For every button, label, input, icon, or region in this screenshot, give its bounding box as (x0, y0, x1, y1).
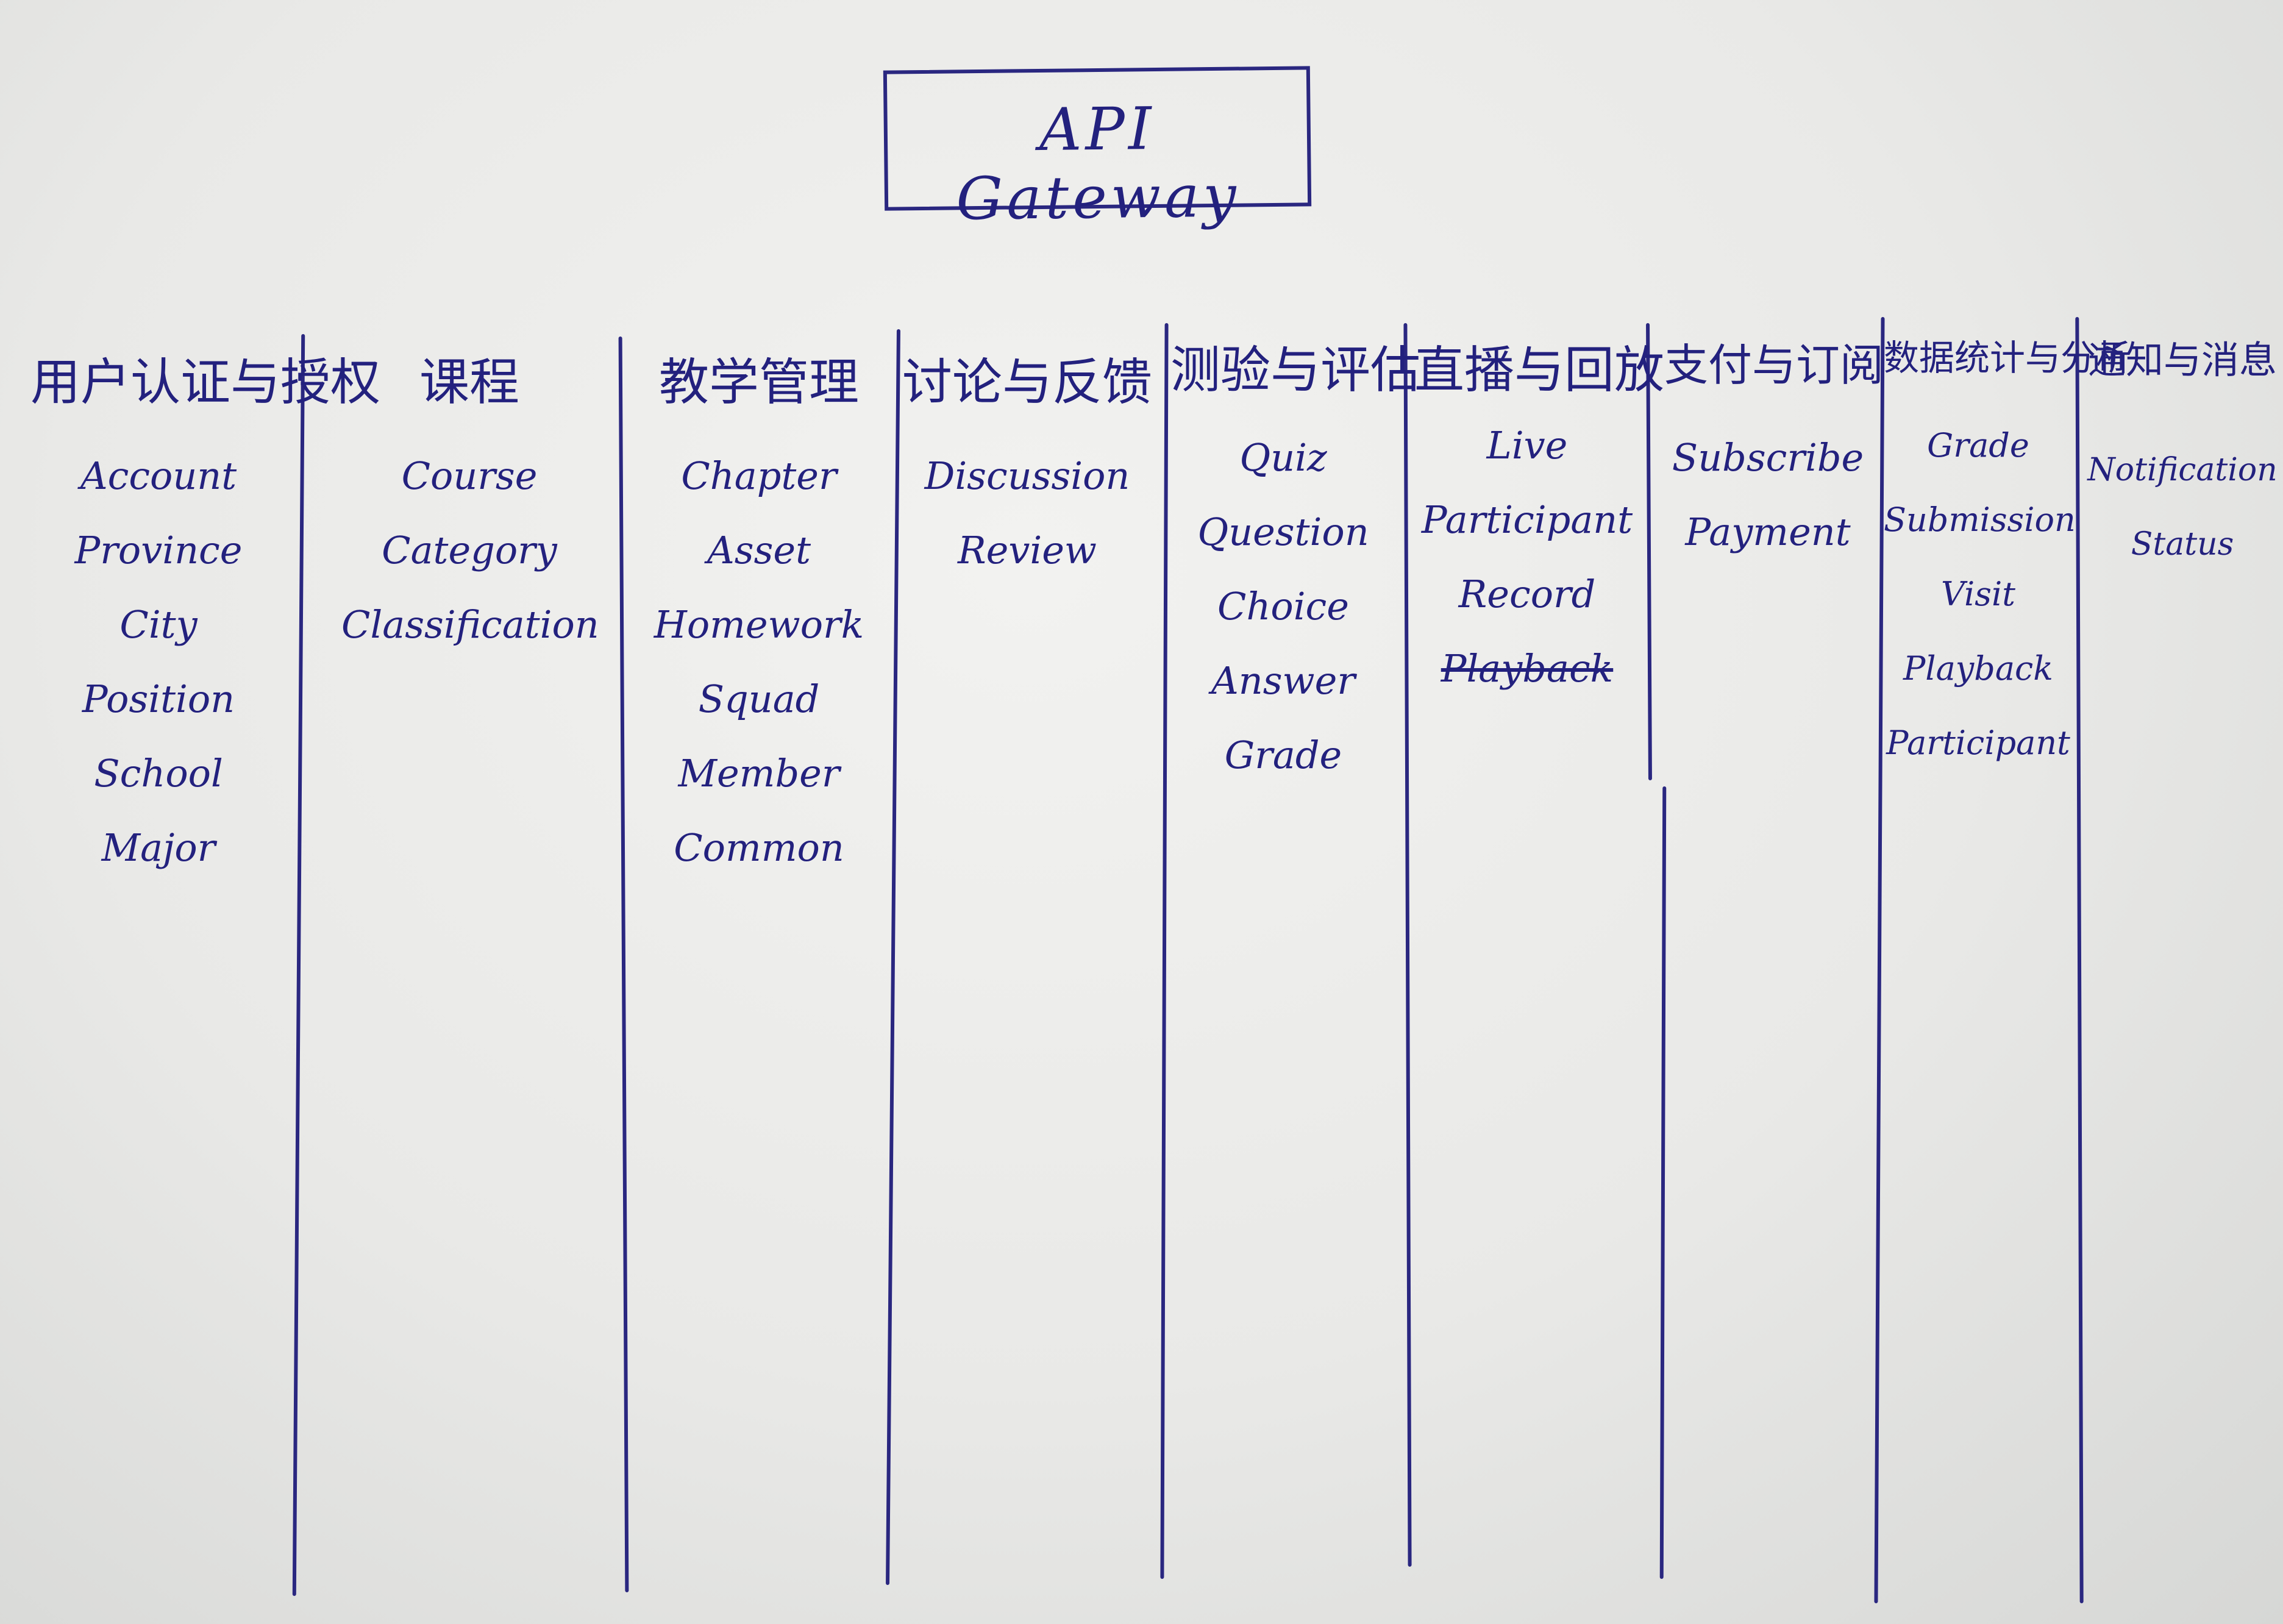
entity-item: Choice (1217, 584, 1349, 629)
entity-item-struck: Playback (1441, 646, 1614, 691)
api-gateway-box: API Gateway (883, 66, 1312, 233)
column-data-analytics: 数据统计与分析 Grade Submission Visit Playback … (1884, 317, 2132, 1609)
column-notification-message: 通知与消息 Notification Status (2085, 317, 2280, 1609)
column-divider (618, 336, 629, 1593)
column-title: 直播与回放 (1414, 341, 1665, 399)
column-quiz-evaluation: 测验与评估 Quiz Question Choice Answer Grade (1170, 317, 1421, 1609)
entity-item: Chapter (681, 454, 837, 498)
entity-item: Squad (698, 677, 820, 721)
entity-item: Participant (1886, 724, 2070, 762)
column-title: 用户认证与授权 (30, 354, 381, 411)
column-title: 教学管理 (658, 354, 859, 411)
column-divider (886, 329, 900, 1585)
column-title: 课程 (419, 354, 519, 411)
column-title: 数据统计与分析 (1884, 337, 2132, 379)
column-divider (2075, 316, 2084, 1604)
entity-item: School (94, 751, 223, 796)
column-teaching-management: 教学管理 Chapter Asset Homework Squad Member… (634, 317, 884, 1609)
entity-item: Course (401, 454, 538, 498)
entity-item: Submission (1884, 500, 2076, 539)
entity-item: Notification (2087, 452, 2278, 488)
entity-item: Participant (1421, 497, 1633, 542)
entity-item: Discussion (924, 454, 1130, 498)
entity-item: Category (382, 528, 557, 572)
entity-item: Grade (1224, 733, 1342, 777)
entity-item: City (119, 602, 198, 647)
column-title: 通知与消息 (2087, 338, 2277, 382)
column-course: 课程 Course Category Classification (341, 317, 599, 1609)
column-payment-subscription: 支付与订阅 Subscribe Payment (1664, 317, 1884, 1609)
entity-item: Answer (1211, 658, 1355, 703)
entity-item: Major (101, 825, 216, 870)
column-title: 测验与评估 (1170, 341, 1421, 399)
column-user-auth: 用户认证与授权 Account Province City Position S… (30, 317, 381, 1609)
column-divider (292, 334, 305, 1596)
entity-item: Asset (707, 528, 811, 572)
entity-item: Quiz (1239, 435, 1327, 480)
entity-item: Position (82, 677, 235, 721)
column-title: 讨论与反馈 (902, 354, 1153, 411)
api-gateway-label: API Gateway (955, 94, 1241, 233)
entity-item: Review (958, 528, 1097, 572)
column-divider (1874, 316, 1885, 1604)
entity-item: Common (674, 825, 844, 870)
entity-item: Status (2131, 526, 2234, 563)
entity-item: Province (74, 528, 243, 572)
entity-item: Grade (1927, 426, 2029, 465)
column-discussion-feedback: 讨论与反馈 Discussion Review (902, 317, 1152, 1609)
entity-item: Subscribe (1672, 435, 1864, 480)
entity-item: Visit (1940, 575, 2015, 613)
column-divider (1160, 322, 1169, 1579)
entity-item: Question (1197, 510, 1369, 554)
column-live-playback: 直播与回放 Live Participant Record Playback (1414, 317, 1665, 1609)
entity-item: Live (1486, 423, 1568, 468)
entity-item: Playback (1903, 649, 2054, 688)
column-divider (1403, 322, 1412, 1567)
entity-item: Account (80, 454, 237, 498)
entity-item: Homework (654, 602, 864, 647)
entity-item: Record (1458, 572, 1596, 616)
entity-item: Member (678, 751, 840, 796)
column-title: 支付与订阅 (1664, 340, 1884, 391)
entity-item: Payment (1685, 510, 1851, 554)
entity-item: Classification (341, 602, 599, 647)
